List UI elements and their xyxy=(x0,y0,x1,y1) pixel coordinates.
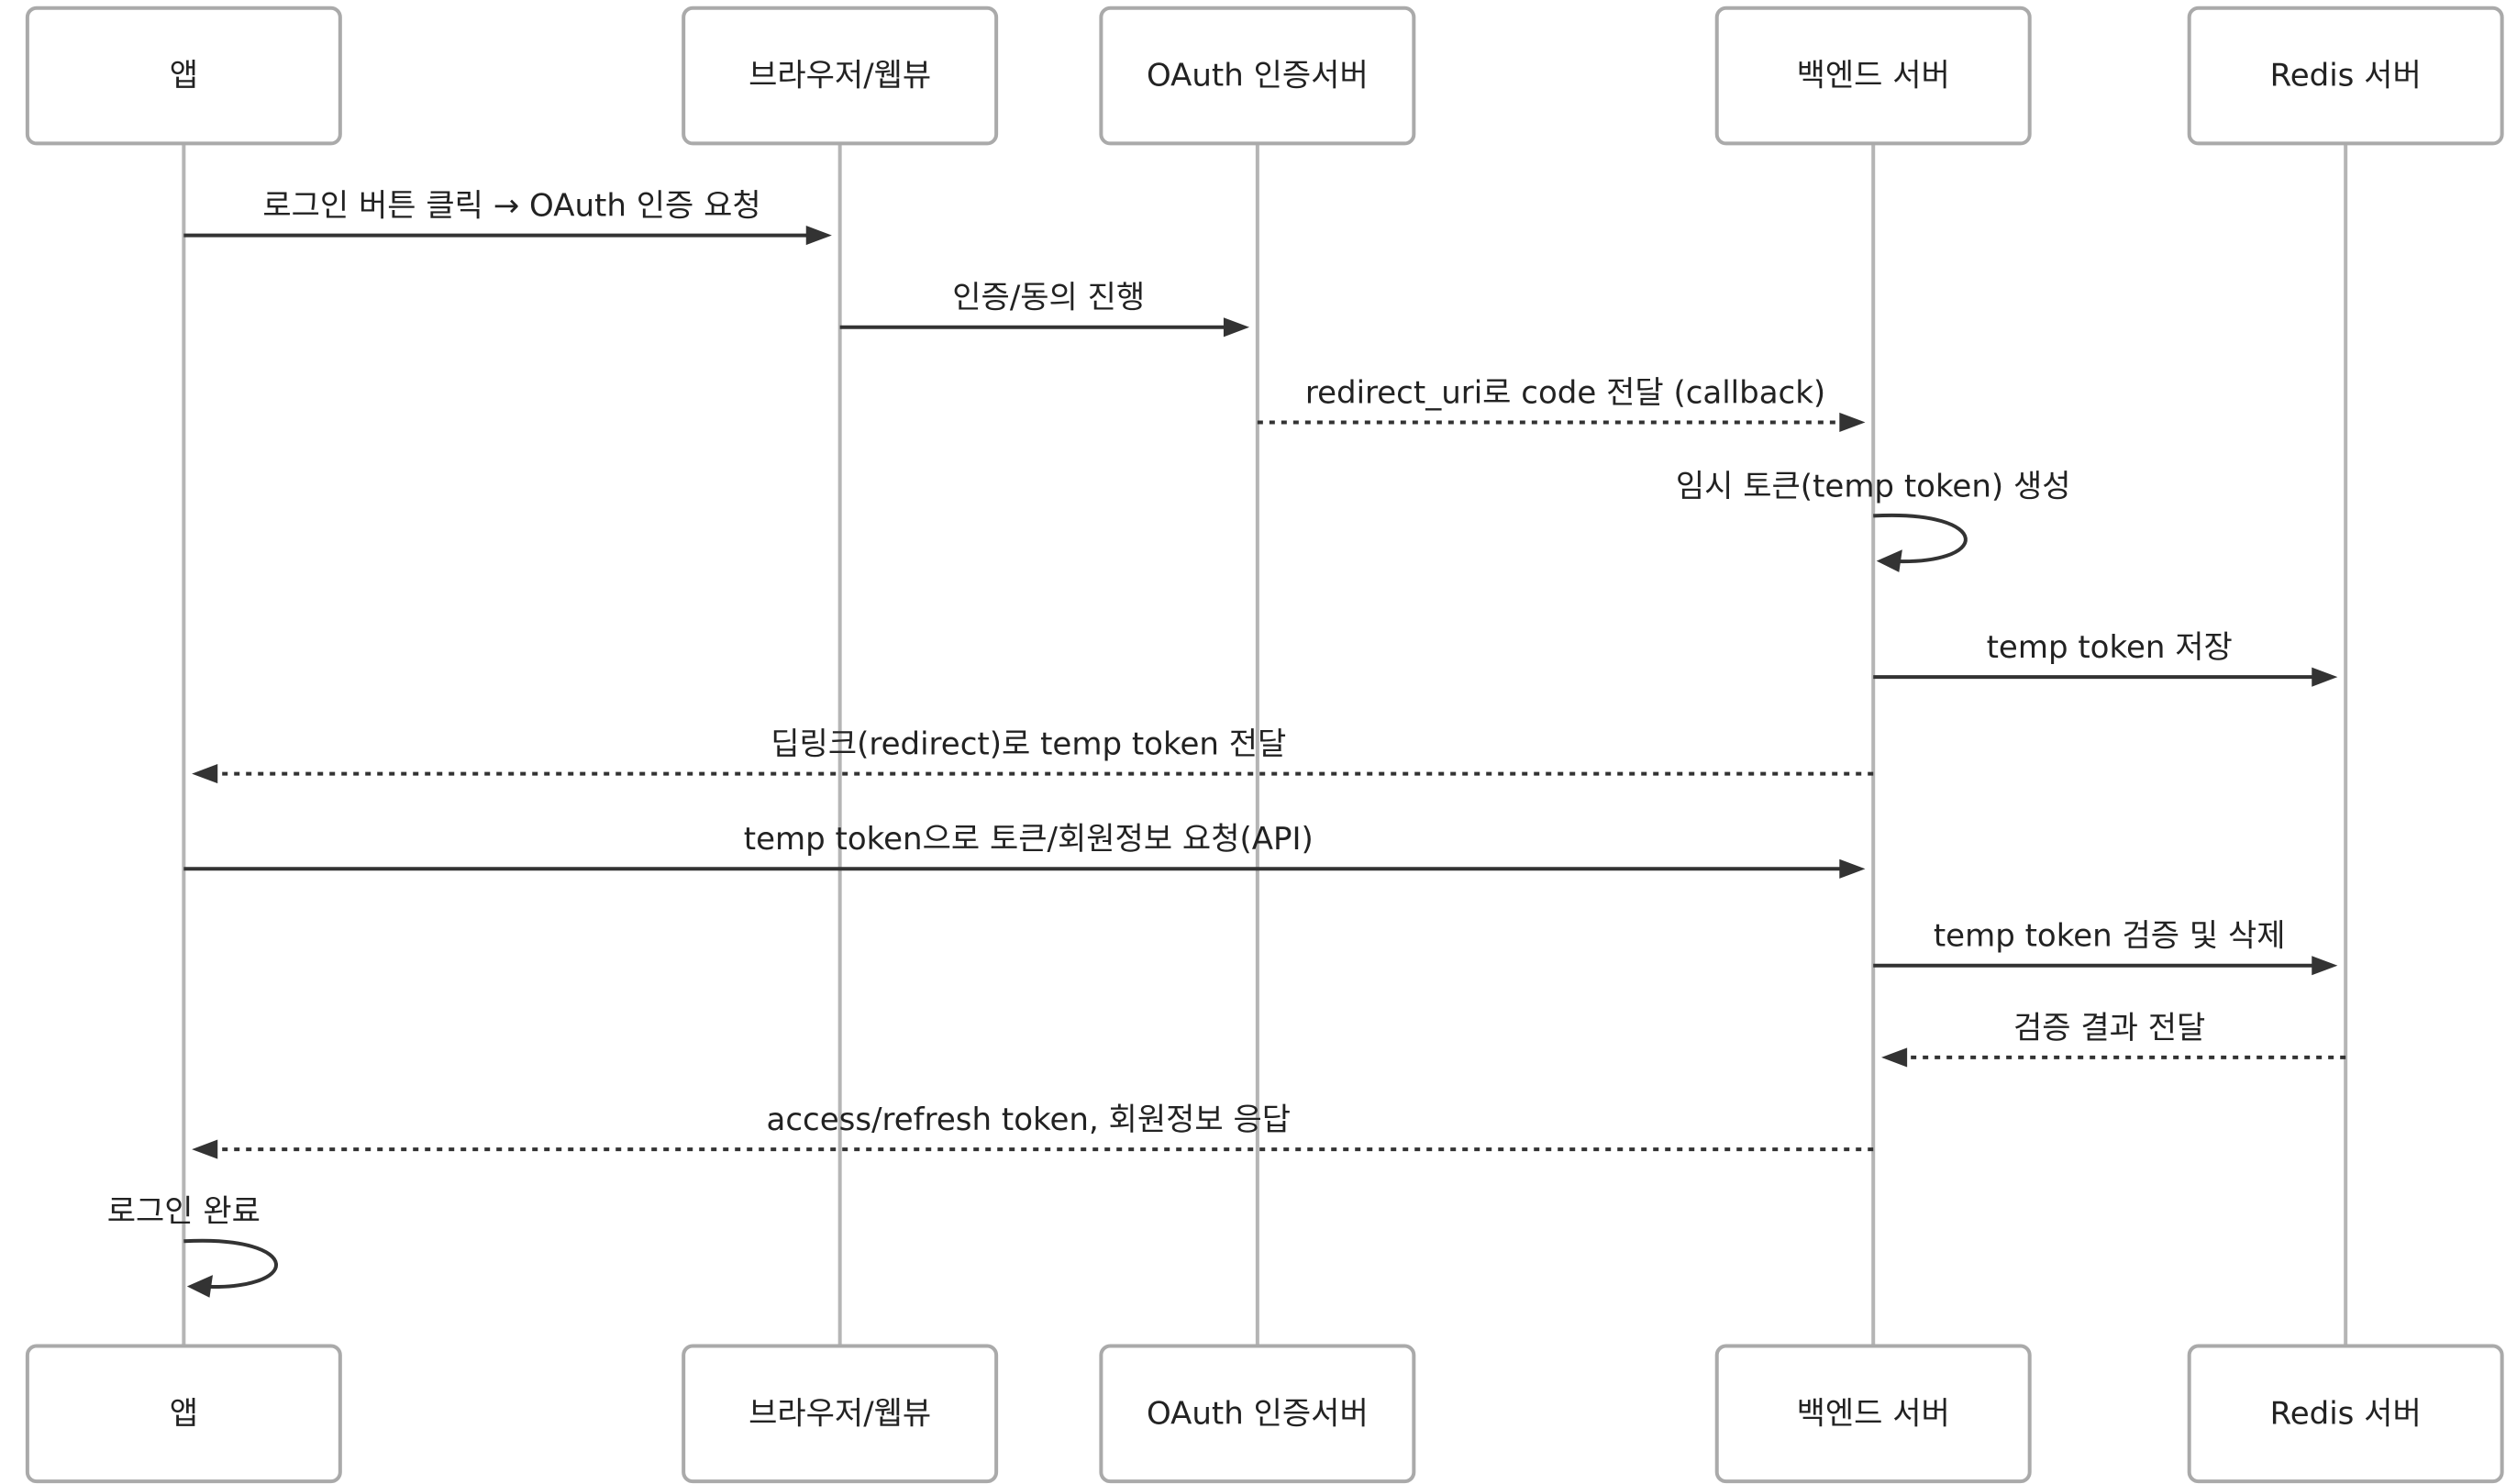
participant-label-app-top: 앱 xyxy=(170,58,198,94)
participant-box-app-bottom xyxy=(25,1344,342,1484)
arrowhead xyxy=(192,764,218,784)
message-label: 임시 토큰(temp token) 생성 xyxy=(1676,468,2071,504)
arrowhead xyxy=(805,226,832,246)
arrowhead xyxy=(1223,317,1250,338)
participant-box-oauth-bottom xyxy=(1099,1344,1416,1484)
arrowhead xyxy=(2312,956,2338,976)
participant-box-redis-top xyxy=(2187,6,2504,146)
message-label: temp token 저장 xyxy=(1987,629,2233,666)
participant-box-backend-bottom xyxy=(1714,1344,2032,1484)
arrowhead xyxy=(2312,667,2338,687)
message-label: temp token으로 토큰/회원정보 요청(API) xyxy=(744,821,1314,858)
message-label: redirect_uri로 code 전달 (callback) xyxy=(1305,374,1825,411)
message-arrow-self xyxy=(1873,513,1968,564)
participant-box-backend-top xyxy=(1714,6,2032,146)
message-arrow-self xyxy=(183,1238,278,1290)
participant-label-oauth-bottom: OAuth 인증서버 xyxy=(1147,1395,1369,1432)
message-label: 로그인 버튼 클릭 → OAuth 인증 요청 xyxy=(262,188,760,225)
arrowhead xyxy=(192,1139,218,1159)
message-label: 딥링크(redirect)로 temp token 전달 xyxy=(771,726,1286,763)
message-label: 검증 결과 전달 xyxy=(2013,1010,2205,1047)
arrowhead xyxy=(1839,858,1866,879)
participant-label-redis-bottom: Redis 서버 xyxy=(2270,1395,2422,1432)
arrowhead xyxy=(1839,412,1866,433)
participant-label-browser-top: 브라우저/웹뷰 xyxy=(748,58,931,94)
participant-label-redis-top: Redis 서버 xyxy=(2270,58,2422,94)
participant-label-oauth-top: OAuth 인증서버 xyxy=(1147,58,1369,94)
arrowhead xyxy=(1876,549,1902,572)
participant-label-backend-top: 백엔드 서버 xyxy=(1797,58,1950,94)
participant-box-oauth-top xyxy=(1099,6,1416,146)
participant-box-browser-bottom xyxy=(682,1344,999,1484)
participant-label-backend-bottom: 백엔드 서버 xyxy=(1797,1395,1950,1432)
participant-box-redis-bottom xyxy=(2187,1344,2504,1484)
participant-label-app-bottom: 앱 xyxy=(170,1395,198,1432)
arrowhead xyxy=(1881,1047,1908,1068)
message-label: temp token 검증 및 삭제 xyxy=(1934,918,2286,955)
message-label: 인증/동의 진행 xyxy=(952,280,1145,316)
message-label: access/refresh token, 회원정보 응답 xyxy=(767,1102,1292,1138)
participant-box-browser-top xyxy=(682,6,999,146)
participant-label-browser-bottom: 브라우저/웹뷰 xyxy=(748,1395,931,1432)
message-label: 로그인 완료 xyxy=(107,1193,261,1230)
arrowhead xyxy=(186,1275,213,1298)
participant-box-app-top xyxy=(25,6,342,146)
